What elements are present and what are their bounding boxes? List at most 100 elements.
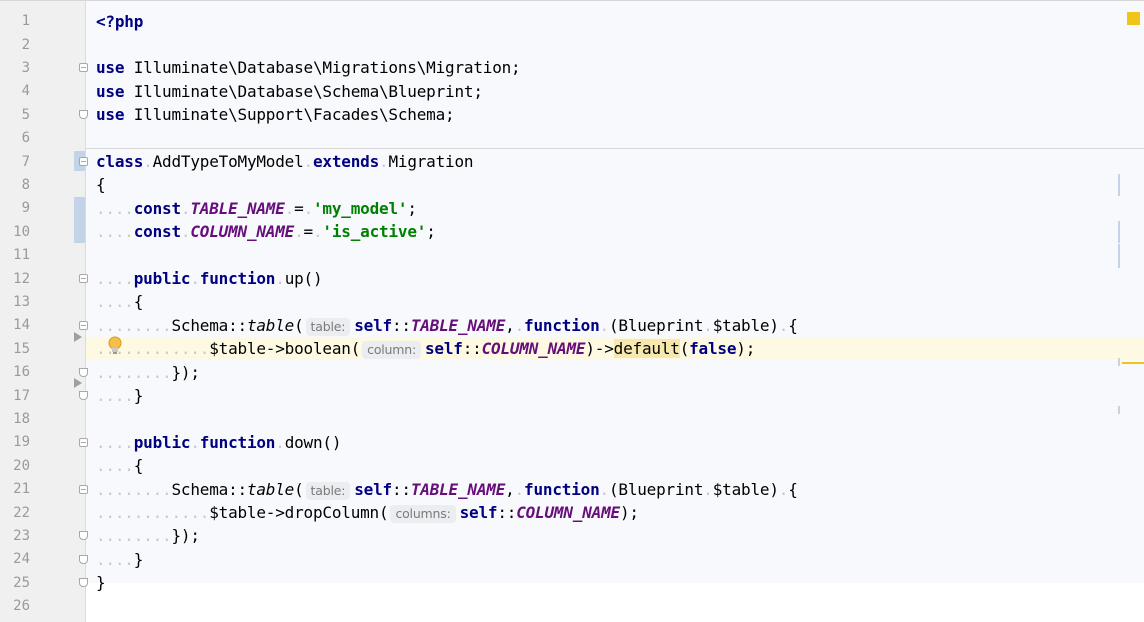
fold-end-icon[interactable]: [79, 578, 88, 588]
line-number: 3: [21, 59, 30, 76]
code-text: ....const.COLUMN_NAME.=.'is_active';: [96, 222, 436, 242]
code-line[interactable]: 2: [0, 33, 1144, 56]
code-line[interactable]: 19 ....public.function.down(): [0, 431, 1144, 454]
code-text: ....}: [96, 549, 144, 569]
code-text: use Illuminate\Database\Migrations\Migra…: [96, 58, 521, 78]
line-number: 9: [21, 200, 30, 217]
code-area[interactable]: [86, 1, 1144, 622]
code-line[interactable]: 21 ........Schema::table(table:self::TABL…: [0, 478, 1144, 501]
line-number: 4: [21, 83, 30, 100]
line-number: 21: [13, 481, 30, 498]
code-line[interactable]: 9 ....const.TABLE_NAME.=.'my_model';: [0, 197, 1144, 220]
scroll-change-stripe: [1118, 221, 1120, 243]
code-line[interactable]: 22 ............$table->dropColumn(columns…: [0, 501, 1144, 524]
fold-end-icon[interactable]: [79, 391, 88, 401]
code-line[interactable]: 3 use Illuminate\Database\Migrations\Migr…: [0, 56, 1144, 79]
scroll-change-stripe: [1118, 174, 1120, 196]
line-number: 1: [21, 13, 30, 30]
code-text: ............$table->boolean(column:self:…: [96, 339, 756, 360]
line-number: 6: [21, 130, 30, 147]
code-line[interactable]: 20 ....{: [0, 454, 1144, 477]
code-line[interactable]: 17....}: [0, 384, 1144, 407]
line-number: 17: [13, 387, 30, 404]
line-number: 26: [13, 598, 30, 615]
code-line[interactable]: 10 ....const.COLUMN_NAME.=.'is_active';: [0, 220, 1144, 243]
code-line[interactable]: 1 <?php: [0, 10, 1144, 33]
line-number: 12: [13, 270, 30, 287]
line-number: 2: [21, 36, 30, 53]
code-line[interactable]: 24....}: [0, 548, 1144, 571]
code-line[interactable]: 16........});: [0, 361, 1144, 384]
code-line[interactable]: 14 ........Schema::table(table:self::TABL…: [0, 314, 1144, 337]
code-line[interactable]: 15 ............$table->boolean(column:sel…: [0, 337, 1144, 360]
line-number: 8: [21, 176, 30, 193]
line-number: 24: [13, 551, 30, 568]
caret-marker: [1122, 362, 1144, 364]
line-number: 23: [13, 527, 30, 544]
code-background: [86, 1, 1144, 583]
code-line[interactable]: 5 use Illuminate\Support\Facades\Schema;: [0, 103, 1144, 126]
code-text: {: [96, 175, 106, 195]
code-line[interactable]: 4 use Illuminate\Database\Schema\Blueprin…: [0, 80, 1144, 103]
line-number: 5: [21, 106, 30, 123]
code-line[interactable]: 6: [0, 127, 1144, 150]
line-number: 20: [13, 457, 30, 474]
code-text: class.AddTypeToMyModel.extends.Migration: [96, 152, 474, 172]
code-line[interactable]: 26: [0, 595, 1144, 618]
run-gutter-icon[interactable]: [74, 332, 82, 342]
line-number: 25: [13, 574, 30, 591]
fold-expand-icon[interactable]: [79, 157, 88, 167]
code-text: ....public.function.up(): [96, 269, 323, 289]
line-number: 11: [13, 247, 30, 264]
code-text: ....{: [96, 292, 144, 312]
fold-expand-icon[interactable]: [79, 63, 88, 73]
line-number-gutter[interactable]: [0, 1, 86, 622]
fold-expand-icon[interactable]: [79, 484, 88, 494]
code-text: use Illuminate\Support\Facades\Schema;: [96, 105, 455, 125]
code-line[interactable]: 11: [0, 244, 1144, 267]
run-gutter-icon[interactable]: [74, 378, 82, 388]
line-number: 13: [13, 293, 30, 310]
code-text: ....const.TABLE_NAME.=.'my_model';: [96, 198, 417, 218]
code-line[interactable]: 13 ....{: [0, 290, 1144, 313]
fold-end-icon[interactable]: [79, 367, 88, 377]
line-number: 19: [13, 434, 30, 451]
code-text: ........Schema::table(table:self::TABLE_…: [96, 315, 798, 336]
line-number: 16: [13, 364, 30, 381]
line-number: 15: [13, 340, 30, 357]
code-text: use Illuminate\Database\Schema\Blueprint…: [96, 81, 483, 101]
scroll-tick: [1118, 358, 1120, 366]
code-line[interactable]: 12 ....public.function.up(): [0, 267, 1144, 290]
code-text: ........Schema::table(table:self::TABLE_…: [96, 479, 798, 500]
code-line[interactable]: 18: [0, 407, 1144, 430]
code-line[interactable]: 7 class.AddTypeToMyModel.extends.Migratio…: [0, 150, 1144, 173]
code-text: ....public.function.down(): [96, 432, 342, 452]
line-number: 14: [13, 317, 30, 334]
code-text: ....}: [96, 386, 144, 406]
changed-line-marker: [74, 197, 85, 243]
code-text: ........});: [96, 362, 200, 382]
code-text: }: [96, 573, 106, 593]
code-line[interactable]: 23........});: [0, 524, 1144, 547]
fold-end-icon[interactable]: [79, 554, 88, 564]
scroll-tick: [1118, 406, 1120, 414]
fold-end-icon[interactable]: [79, 110, 88, 120]
line-number: 18: [13, 410, 30, 427]
warning-marker-icon[interactable]: [1127, 12, 1140, 25]
fold-expand-icon[interactable]: [79, 274, 88, 284]
fold-end-icon[interactable]: [79, 531, 88, 541]
code-text: ........});: [96, 526, 200, 546]
code-text: ....{: [96, 456, 144, 476]
line-number: 7: [21, 153, 30, 170]
line-number: 22: [13, 504, 30, 521]
code-line[interactable]: 8{: [0, 173, 1144, 196]
intention-bulb-icon[interactable]: [107, 336, 123, 356]
scroll-change-stripe: [1118, 244, 1120, 268]
code-text: ............$table->dropColumn(columns:s…: [96, 503, 639, 524]
fold-expand-icon[interactable]: [79, 437, 88, 447]
code-line[interactable]: 25}: [0, 571, 1144, 594]
fold-expand-icon[interactable]: [79, 320, 88, 330]
code-text: <?php: [96, 11, 144, 31]
line-number: 10: [13, 223, 30, 240]
